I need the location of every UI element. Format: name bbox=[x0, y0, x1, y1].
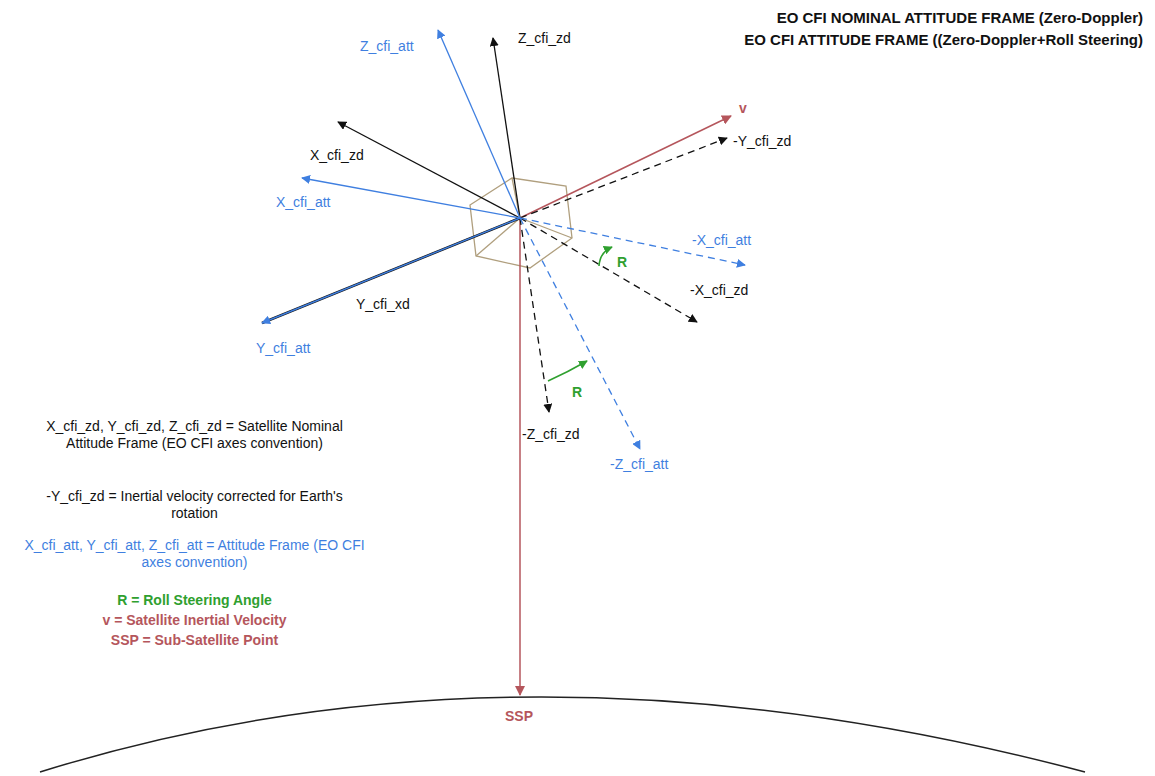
legend-note: X_cfi_zd, Y_cfi_zd, Z_cfi_zd = Satellite… bbox=[22, 418, 367, 452]
angle-arc bbox=[548, 361, 587, 381]
axis-label: Z_cfi_att bbox=[360, 38, 414, 55]
axis-arrow bbox=[338, 122, 520, 218]
axis-arrow bbox=[438, 30, 520, 218]
axis-label: -X_cfi_att bbox=[692, 232, 751, 249]
axis-label: -Z_cfi_zd bbox=[522, 426, 580, 443]
axis-arrow bbox=[520, 218, 697, 322]
axis-arrow bbox=[520, 218, 640, 449]
legend-note: -Y_cfi_zd = Inertial velocity corrected … bbox=[22, 488, 367, 522]
axis-label: -Z_cfi_att bbox=[610, 456, 668, 473]
axis-label: -X_cfi_zd bbox=[690, 282, 748, 299]
axis-label: Y_cfi_att bbox=[256, 340, 310, 357]
angle-arc bbox=[599, 247, 612, 266]
axis-arrow bbox=[520, 218, 549, 412]
legend-note: SSP = Sub-Satellite Point bbox=[22, 632, 367, 649]
angle-label: R bbox=[572, 384, 582, 401]
legend-note: v = Satellite Inertial Velocity bbox=[22, 612, 367, 629]
legend-note: X_cfi_att, Y_cfi_att, Z_cfi_att = Attitu… bbox=[22, 537, 367, 571]
axis-label: -Y_cfi_zd bbox=[733, 133, 791, 150]
axis-label: Y_cfi_xd bbox=[356, 296, 410, 313]
diagram-title: EO CFI NOMINAL ATTITUDE FRAME (Zero-Dopp… bbox=[777, 9, 1143, 27]
axis-label: Z_cfi_zd bbox=[518, 30, 571, 47]
axis-arrow bbox=[262, 218, 520, 323]
nadir-line bbox=[519, 218, 521, 695]
axis-label: X_cfi_zd bbox=[310, 147, 364, 164]
vector-label: v bbox=[739, 100, 747, 117]
point-label: SSP bbox=[505, 708, 533, 725]
velocity-vector bbox=[520, 116, 731, 218]
axis-arrow bbox=[262, 218, 520, 323]
angle-label: R bbox=[617, 254, 627, 271]
legend-note: R = Roll Steering Angle bbox=[22, 592, 367, 609]
axis-label: X_cfi_att bbox=[276, 194, 330, 211]
axis-arrow bbox=[520, 138, 727, 218]
earth-surface bbox=[40, 697, 1085, 772]
axis-arrow bbox=[493, 38, 520, 218]
axis-arrow bbox=[302, 178, 520, 218]
title-line: EO CFI ATTITUDE FRAME ((Zero-Doppler+Rol… bbox=[744, 31, 1143, 49]
